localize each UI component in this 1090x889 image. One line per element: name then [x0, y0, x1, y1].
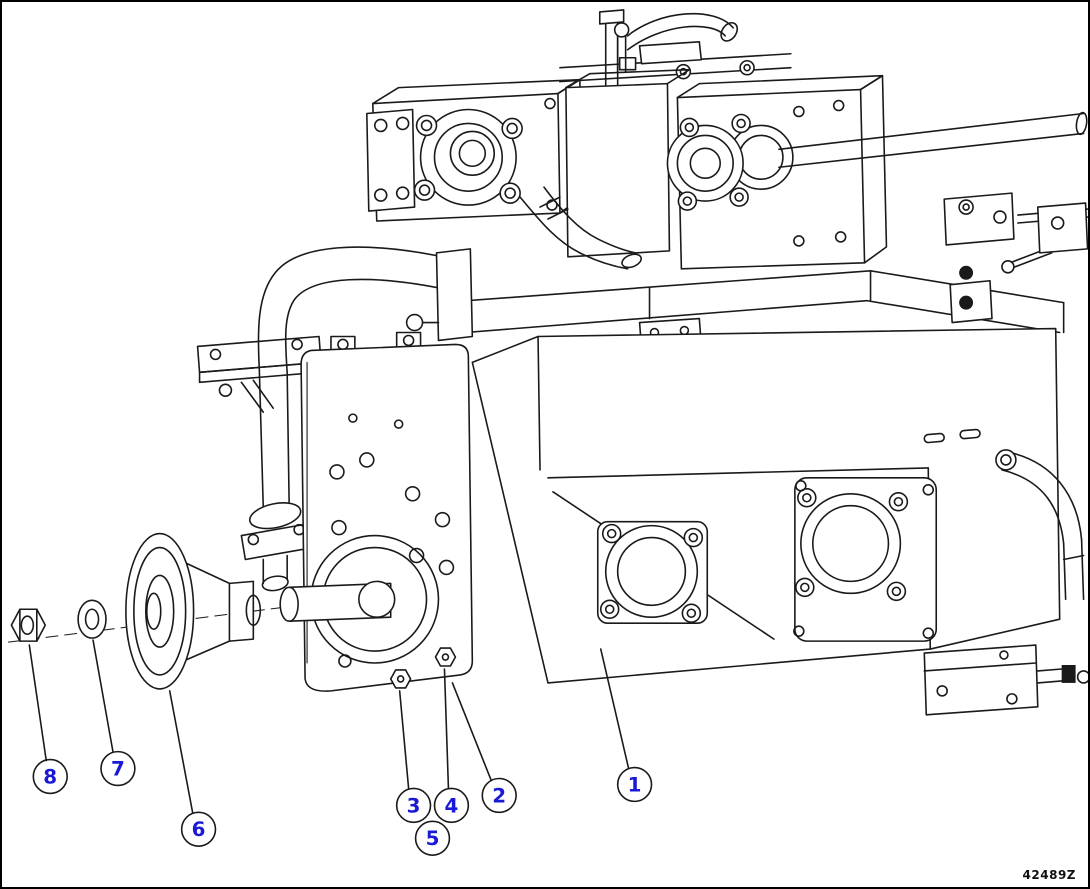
nut-exploded — [10, 608, 47, 642]
bottom-right-valve-block — [923, 644, 1088, 716]
leader-line-6 — [168, 690, 194, 814]
drive-shaft — [279, 580, 396, 622]
right-edge-tube — [995, 449, 1085, 601]
callout-4[interactable]: 4 — [433, 668, 470, 824]
leader-line-1 — [599, 648, 630, 770]
callout-5[interactable]: 5 — [414, 820, 451, 856]
coupling-hub-exploded — [125, 532, 262, 690]
callout-number-8: 8 — [43, 765, 57, 788]
main-housing — [471, 327, 1061, 684]
callout-number-4: 4 — [444, 794, 458, 817]
left-pipe — [240, 246, 474, 592]
callout-number-5: 5 — [426, 827, 440, 850]
leader-line-7 — [92, 639, 114, 753]
mounting-plate — [300, 331, 474, 692]
callout-1[interactable]: 1 — [599, 648, 653, 803]
callout-circle-4 — [433, 787, 470, 824]
elbow-hose — [519, 186, 642, 270]
right-side-fittings — [943, 192, 1088, 324]
callout-number-3: 3 — [407, 794, 421, 817]
callout-circle-7 — [100, 750, 136, 787]
callout-3[interactable]: 3 — [395, 690, 432, 824]
leader-line-8 — [28, 644, 48, 762]
callout-circle-6 — [180, 811, 217, 847]
callout-number-7: 7 — [111, 758, 125, 781]
leader-line-2 — [451, 682, 493, 782]
callout-circle-5 — [414, 820, 451, 856]
leader-line-4 — [443, 668, 450, 790]
callout-number-1: 1 — [628, 773, 642, 796]
callout-circle-8 — [32, 758, 68, 795]
callout-6[interactable]: 6 — [168, 690, 217, 847]
pump-assembly-top-left — [366, 78, 583, 222]
callout-7[interactable]: 7 — [92, 639, 136, 787]
callout-circle-3 — [395, 787, 432, 824]
pump-assembly-top-right — [666, 74, 888, 270]
pump-assembly-top-center — [565, 22, 691, 258]
callout-circle-1 — [616, 766, 653, 803]
leader-line-3 — [398, 690, 410, 790]
callout-number-2: 2 — [492, 784, 506, 807]
washer-exploded — [77, 599, 107, 639]
callout-circle-2 — [481, 777, 517, 814]
callout-number-6: 6 — [192, 818, 206, 841]
callout-2[interactable]: 2 — [451, 682, 517, 814]
callout-8[interactable]: 8 — [28, 644, 68, 795]
drawing-number: 42489Z — [1022, 868, 1076, 882]
